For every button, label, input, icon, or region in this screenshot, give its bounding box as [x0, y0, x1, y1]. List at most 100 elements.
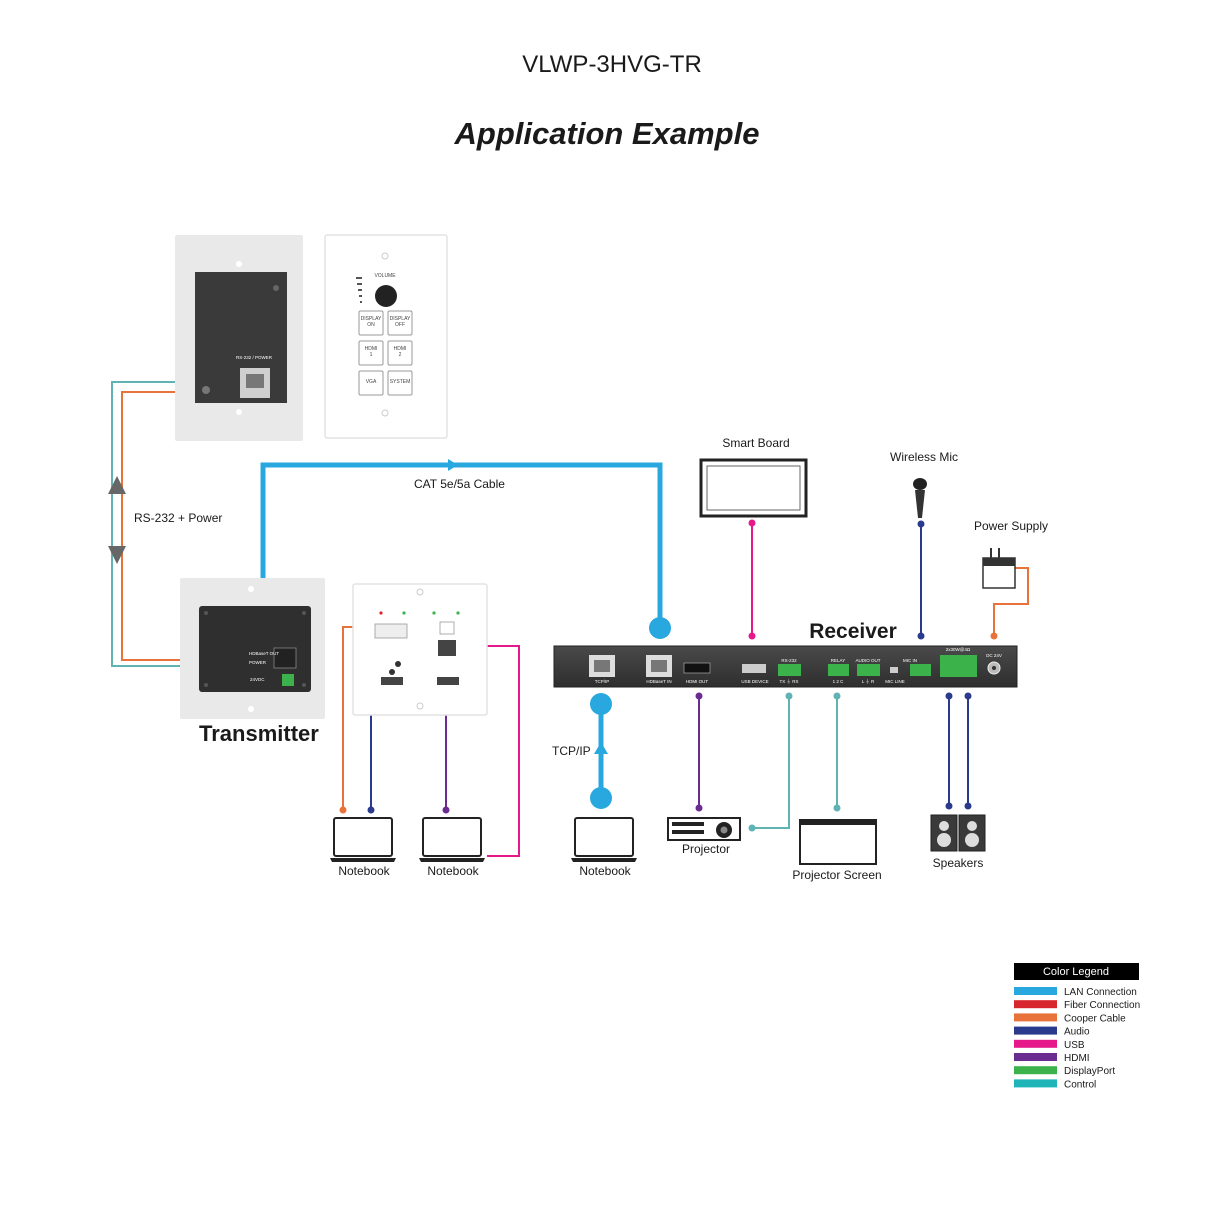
- legend-item: Cooper Cable: [1014, 1013, 1126, 1024]
- usb-cable-notebook: [465, 645, 520, 857]
- hdmi-node: [695, 804, 703, 812]
- wireless-mic-label: Wireless Mic: [890, 450, 958, 464]
- rx-amp-label: 2x30W@4Ω: [946, 647, 971, 652]
- rs232-power-label: RS-232 + Power: [134, 511, 222, 525]
- rx-hdmi-label: HDMI OUT: [686, 679, 708, 684]
- hdmi-port-2: [437, 677, 459, 685]
- volume-label: VOLUME: [374, 273, 396, 279]
- audio-node: [945, 692, 953, 700]
- transmitter-back: HDBaseT OUT POWER 24VDC: [180, 578, 325, 719]
- legend-label: Fiber Connection: [1064, 1000, 1140, 1011]
- rx-audio-out-label: AUDIO OUT: [855, 658, 880, 663]
- legend-item: Fiber Connection: [1014, 1000, 1140, 1011]
- rx-hdbaset-label: HDBaseT IN: [646, 679, 671, 684]
- audio-node: [964, 802, 972, 810]
- rx-mic-in-label: MIC IN: [903, 658, 917, 663]
- copper-node: [990, 632, 998, 640]
- keypad-button-label: OFF: [395, 322, 405, 328]
- tcpip-label: TCP/IP: [552, 744, 591, 758]
- receiver-ports: TCP/IP HDBaseT IN HDMI OUT USB DEVICE RS…: [589, 647, 1002, 684]
- legend-swatch: [1014, 1026, 1057, 1035]
- keypad-button-system[interactable]: SYSTEM: [387, 370, 413, 396]
- keypad-button-label: SYSTEM: [390, 379, 411, 385]
- audio-node: [917, 520, 925, 528]
- rx-rs232-pins: TX ⏚ RX: [779, 678, 798, 684]
- usb-b-port: [438, 640, 456, 656]
- page-title: Application Example: [454, 116, 760, 151]
- control-cable-projector: [752, 696, 790, 829]
- rx-mic-line-label: MIC LINE: [885, 679, 905, 684]
- tx-24v-label: 24VDC: [250, 677, 265, 682]
- legend-item: Control: [1014, 1079, 1096, 1090]
- projector-screen: [799, 819, 877, 865]
- audio-node: [964, 692, 972, 700]
- notebook-1: [330, 817, 396, 862]
- speakers-label: Speakers: [933, 856, 984, 870]
- legend-item: DisplayPort: [1014, 1066, 1115, 1077]
- legend-title: Color Legend: [1043, 966, 1109, 978]
- notebook-3: [571, 817, 637, 862]
- arrow-right-icon: [448, 459, 458, 471]
- rx-relay-pins: 1 2 C: [833, 679, 845, 684]
- power-cable: [993, 567, 1029, 636]
- smart-board: [699, 458, 808, 518]
- lan-node: [649, 617, 671, 639]
- control-node: [785, 692, 793, 700]
- legend-label: Audio: [1064, 1027, 1090, 1038]
- legend-label: Control: [1064, 1079, 1096, 1090]
- arrow-up-icon: [594, 742, 608, 754]
- legend-item: HDMI: [1014, 1053, 1090, 1064]
- rs232-port-label: RS-232 / POWER: [236, 355, 273, 360]
- legend-item: LAN Connection: [1014, 987, 1137, 998]
- arrow-down-icon: [108, 546, 126, 564]
- legend-swatch: [1014, 1079, 1057, 1088]
- video-button[interactable]: [439, 621, 455, 635]
- keypad-back-plate: RS-232 / POWER: [175, 235, 303, 441]
- smart-board-label: Smart Board: [722, 436, 789, 450]
- notebook-3-label: Notebook: [579, 864, 631, 878]
- lan-node: [590, 693, 612, 715]
- legend-item: Audio: [1014, 1026, 1090, 1038]
- lan-node: [590, 787, 612, 809]
- control-node: [833, 804, 841, 812]
- projector-label: Projector: [682, 842, 730, 856]
- keypad-button-vga[interactable]: VGA: [358, 370, 384, 396]
- legend-item: USB: [1014, 1039, 1085, 1051]
- usb-node: [748, 632, 756, 640]
- cat-cable-label: CAT 5e/5a Cable: [414, 477, 505, 491]
- keypad-button-label: VGA: [366, 379, 377, 385]
- tx-power-label: POWER: [249, 660, 267, 665]
- legend-label: Cooper Cable: [1064, 1013, 1126, 1024]
- audio-node: [945, 802, 953, 810]
- wireless-mic: [913, 478, 927, 518]
- rx-dc24-label: DC 24V: [986, 653, 1002, 658]
- legend-label: LAN Connection: [1064, 987, 1137, 998]
- volume-knob[interactable]: [375, 285, 397, 307]
- copper-node: [339, 806, 347, 814]
- projector: [667, 817, 741, 841]
- keypad-button-label: DISPLAY: [361, 316, 382, 322]
- control-node: [748, 824, 756, 832]
- legend-swatch: [1014, 1066, 1057, 1075]
- volume-led-bar: [356, 277, 362, 303]
- model-title: VLWP-3HVG-TR: [522, 51, 702, 78]
- receiver-label: Receiver: [809, 620, 897, 643]
- legend-swatch: [1014, 987, 1057, 995]
- legend-swatch: [1014, 1013, 1057, 1022]
- speakers: [930, 814, 986, 852]
- wall-plate-front: [352, 583, 488, 716]
- keypad-button-label: HDMI: [365, 346, 378, 352]
- tx-hdbaset-label: HDBaseT OUT: [249, 651, 279, 656]
- keypad-button-label: DISPLAY: [390, 316, 411, 322]
- keypad-button-label: ON: [367, 322, 375, 328]
- legend-label: DisplayPort: [1064, 1066, 1115, 1077]
- transmitter-label: Transmitter: [199, 721, 319, 746]
- projector-screen-label: Projector Screen: [792, 868, 881, 882]
